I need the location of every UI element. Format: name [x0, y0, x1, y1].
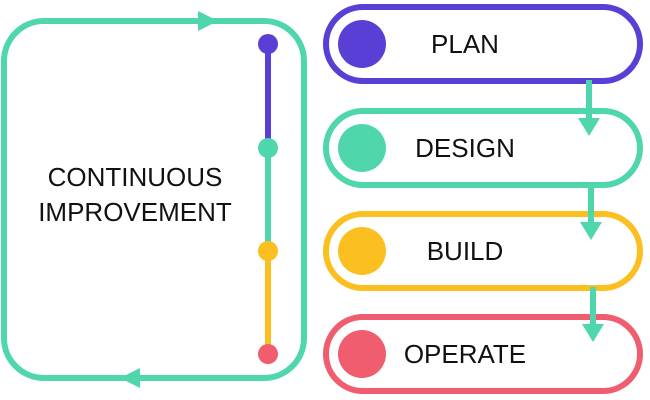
loop-arrow-left-icon — [120, 368, 140, 388]
stage-label-design: DESIGN — [415, 133, 515, 163]
arrow-down-icon — [580, 222, 602, 240]
stage-label-plan: PLAN — [431, 29, 499, 59]
stage-pill-plan — [323, 4, 643, 84]
stage-pill-build — [323, 211, 643, 291]
stage-circle-plan — [338, 20, 386, 68]
timeline-dot-design — [258, 138, 278, 158]
flow-arrow-build-to-operate — [582, 287, 604, 342]
arrow-down-icon — [582, 324, 604, 342]
stage-pill-operate — [323, 314, 643, 394]
stage-label-operate: OPERATE — [403, 339, 527, 369]
timeline-dot-plan — [258, 34, 278, 54]
loop-label-line2: IMPROVEMENT — [38, 197, 232, 227]
flow-arrow-plan-to-design — [578, 80, 600, 136]
continuous-improvement-label: CONTINUOUS IMPROVEMENT — [10, 160, 260, 230]
stage-circle-design — [338, 124, 386, 172]
timeline-dot-operate — [258, 344, 278, 364]
flow-arrow-design-to-build — [580, 184, 602, 240]
loop-arrow-right-icon — [198, 11, 218, 31]
stage-circle-build — [338, 227, 386, 275]
improvement-loop-frame — [1, 18, 307, 381]
stage-label-build: BUILD — [426, 236, 504, 266]
stage-circle-operate — [338, 330, 386, 378]
arrow-down-icon — [578, 118, 600, 136]
loop-label-line1: CONTINUOUS — [47, 162, 223, 192]
stage-pill-design — [323, 108, 643, 188]
timeline-dot-build — [258, 241, 278, 261]
